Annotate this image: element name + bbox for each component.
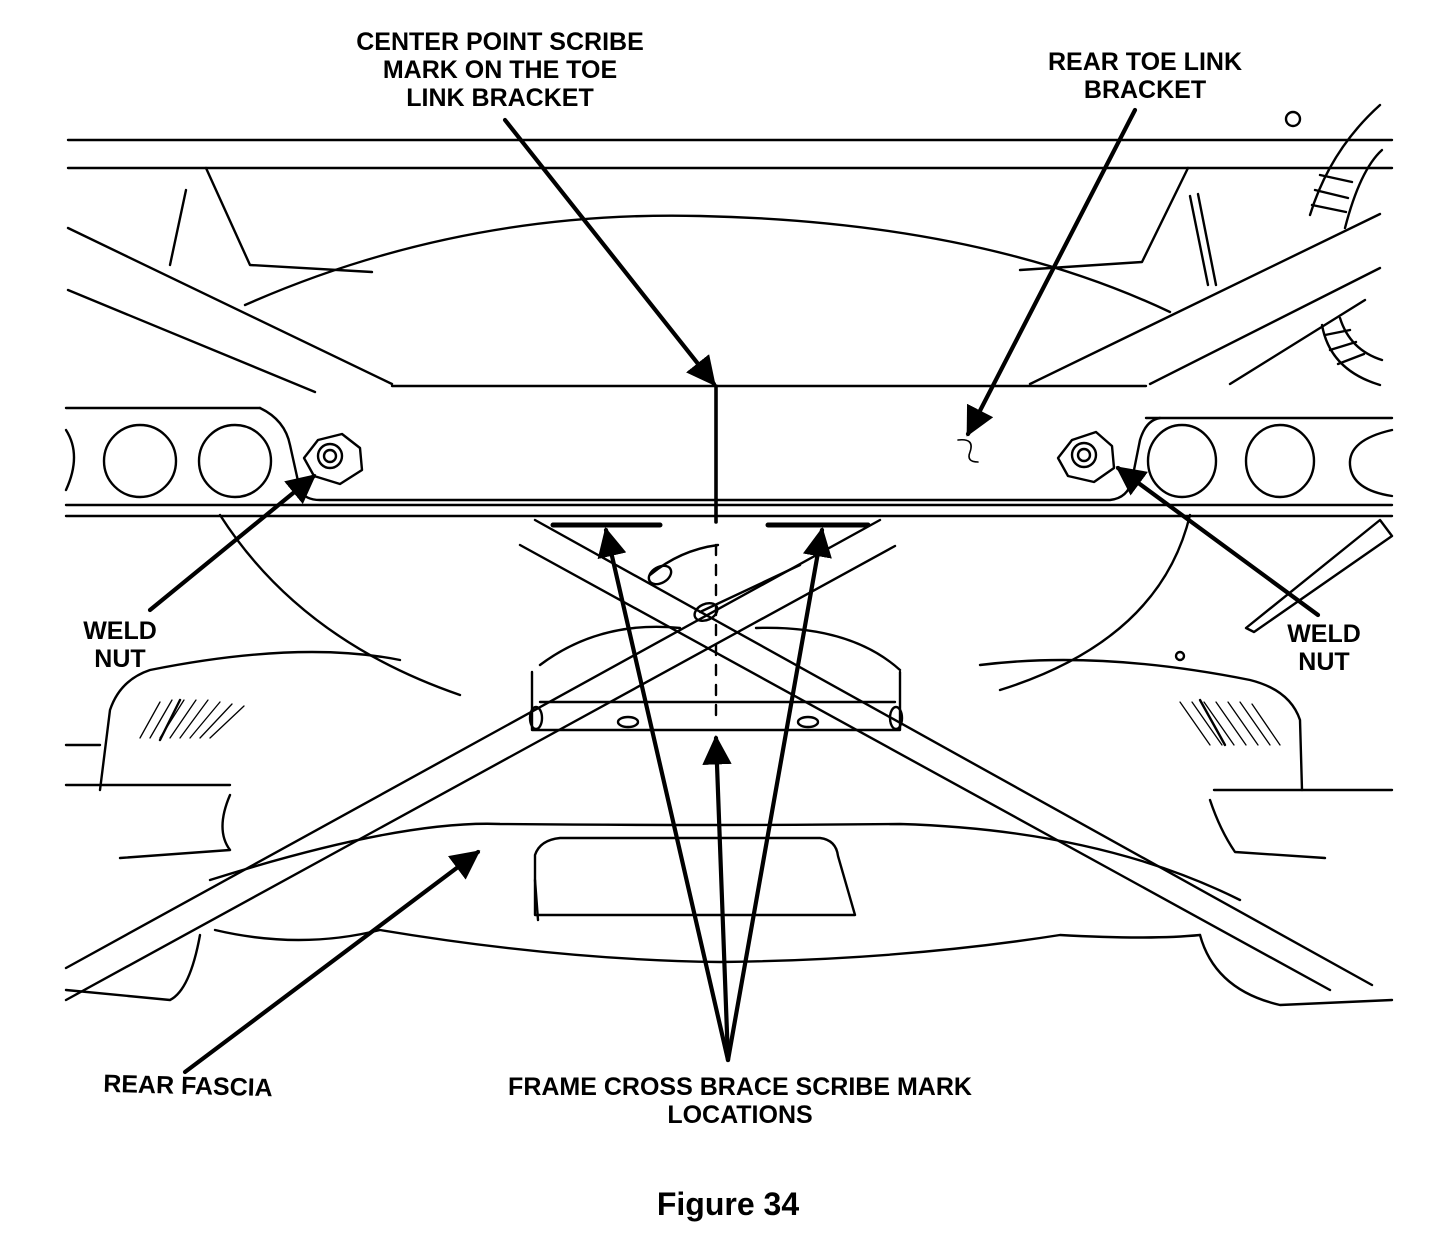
rear-fascia-line-1: REAR FASCIA xyxy=(102,1069,274,1103)
toe-link-scribble xyxy=(957,438,979,463)
toe-link-bracket-bar xyxy=(64,384,1394,518)
rear-toe-link-line-1: REAR TOE LINK xyxy=(1048,48,1242,76)
frame-cross-brace-line-1: FRAME CROSS BRACE SCRIBE MARK xyxy=(508,1073,972,1101)
rear-toe-link-label: REAR TOE LINK BRACKET xyxy=(1020,48,1270,104)
center-point-arrow xyxy=(502,117,717,387)
weld-nut-right-line-2: NUT xyxy=(1298,648,1350,676)
weld-nut-left-shape xyxy=(302,432,364,486)
leader-arrows xyxy=(147,107,1321,1075)
weld-nut-right-label: WELD NUT xyxy=(1272,620,1376,676)
hose xyxy=(1284,103,1384,387)
center-point-line-3: LINK BRACKET xyxy=(406,84,594,112)
center-mount-plate xyxy=(530,670,902,732)
top-frame-rails xyxy=(66,138,1394,287)
weld-nut-right-shape xyxy=(1056,430,1116,484)
frame-cross-brace-line-2: LOCATIONS xyxy=(667,1101,813,1129)
frame-cross-brace-label: FRAME CROSS BRACE SCRIBE MARK LOCATIONS xyxy=(480,1073,1000,1129)
lower-weld-beads xyxy=(118,793,1327,860)
weld-nut-left-arrow xyxy=(147,473,317,613)
right-bracket-pieces xyxy=(1174,518,1394,662)
rear-fascia-body xyxy=(64,650,1394,1007)
figure-caption: Figure 34 xyxy=(656,1186,800,1222)
rear-fascia-label: REAR FASCIA xyxy=(92,1069,285,1102)
weld-nut-left-line-1: WELD xyxy=(83,617,157,645)
scribe-arrow-right xyxy=(725,527,832,1063)
hatching xyxy=(139,699,1281,746)
cross-brace xyxy=(64,518,1374,1002)
center-point-line-1: CENTER POINT SCRIBE xyxy=(356,28,644,56)
scribe-arrow-center xyxy=(702,735,732,1063)
weld-nut-right-line-1: WELD xyxy=(1287,620,1361,648)
weld-nut-left-label: WELD NUT xyxy=(70,617,170,673)
rear-fascia-arrow xyxy=(182,849,481,1075)
bracket-holes xyxy=(64,423,1394,499)
weld-nut-right-arrow xyxy=(1115,465,1321,618)
upper-diagonal-struts xyxy=(66,212,1382,394)
center-point-scribe-label: CENTER POINT SCRIBE MARK ON THE TOE LINK… xyxy=(330,28,670,112)
rear-housing xyxy=(218,214,1192,697)
weld-nut-left-line-2: NUT xyxy=(94,645,146,673)
rear-toe-link-arrow xyxy=(965,107,1138,437)
rear-toe-link-line-2: BRACKET xyxy=(1083,76,1207,104)
scribe-arrow-left xyxy=(597,527,731,1063)
center-point-line-2: MARK ON THE TOE xyxy=(382,56,618,84)
